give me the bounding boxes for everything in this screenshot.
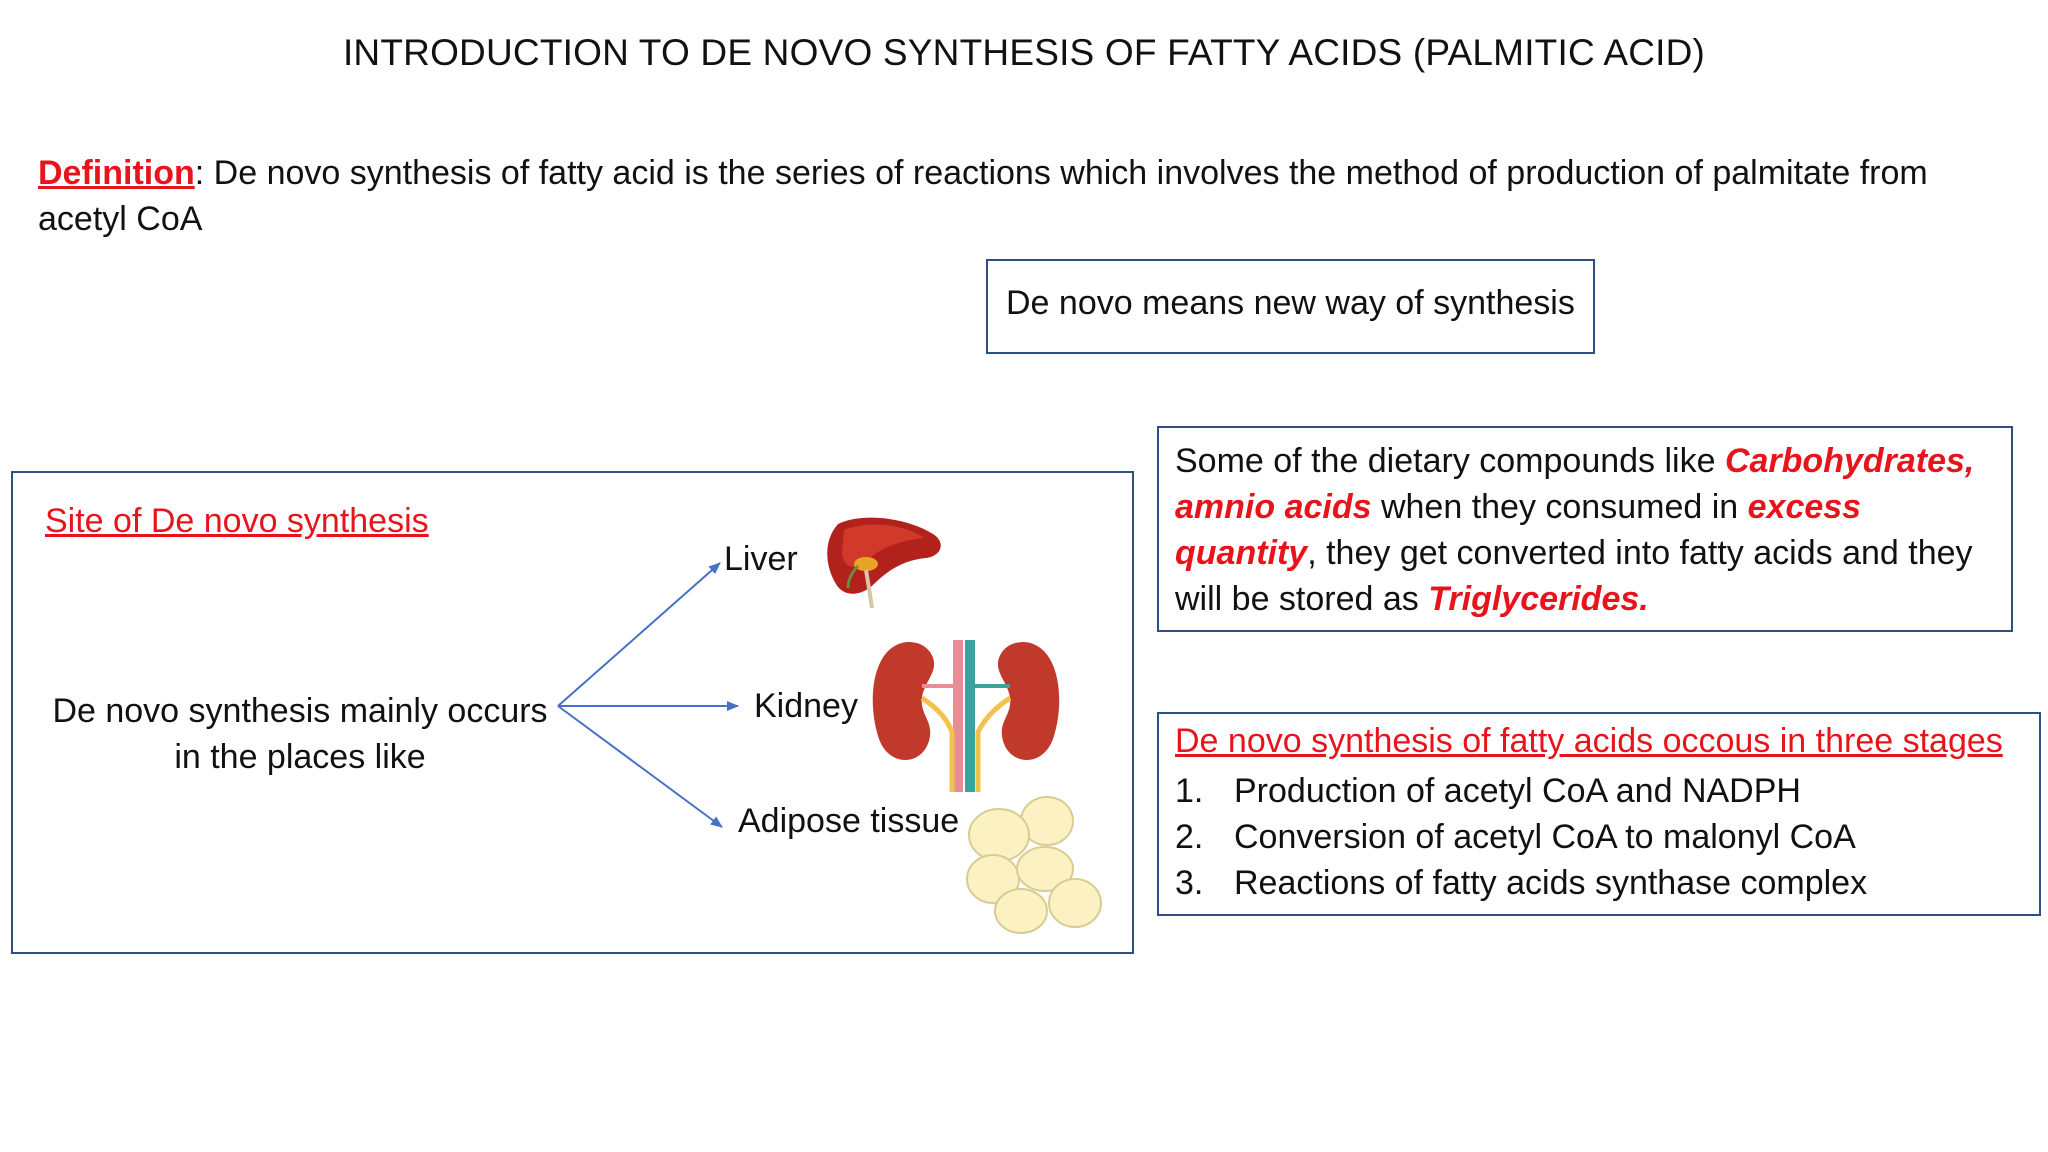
- list-item: 3. Reactions of fatty acids synthase comp…: [1175, 860, 1867, 906]
- dietary-text-part-3: , they get converted into fatty acids an…: [1175, 534, 1973, 618]
- denovo-meaning-text: De novo means new way of synthesis: [1006, 284, 1575, 322]
- stage-text: Reactions of fatty acids synthase comple…: [1234, 864, 1868, 902]
- definition-label: Definition: [38, 154, 195, 192]
- place-liver-label: Liver: [724, 540, 798, 578]
- arrow-to-liver: [557, 562, 721, 707]
- occurs-line-2: in the places like: [174, 738, 426, 776]
- site-box: [11, 471, 1134, 954]
- carbohydrates-term: Carbohydrates,: [1724, 442, 1975, 480]
- stages-list: 1. Production of acetyl CoA and NADPH 2. C…: [1175, 768, 1867, 906]
- stage-number: 2.: [1175, 818, 1204, 856]
- stage-text: Production of acetyl CoA and NADPH: [1234, 772, 1801, 810]
- dietary-box: Some of the dietary compounds like Carbo…: [1157, 426, 2013, 632]
- page-title: INTRODUCTION TO DE NOVO SYNTHESIS OF FAT…: [342, 32, 1706, 73]
- dietary-text-part-2: when they consumed in: [1371, 488, 1748, 526]
- kidney-icon: [872, 640, 1060, 792]
- list-item: 2. Conversion of acetyl CoA to malonyl Co…: [1175, 814, 1867, 860]
- place-adipose-label: Adipose tissue: [738, 802, 960, 840]
- stage-number: 1.: [1175, 772, 1204, 810]
- dietary-text: Some of the dietary compounds like Carbo…: [1175, 438, 2005, 622]
- stages-heading: De novo synthesis of fatty acids occous …: [1175, 722, 2003, 760]
- occurs-text: De novo synthesis mainly occurs in the p…: [40, 688, 560, 780]
- arrow-to-adipose: [557, 705, 723, 828]
- triglycerides-term: Triglycerides.: [1428, 580, 1649, 618]
- list-item: 1. Production of acetyl CoA and NADPH: [1175, 768, 1867, 814]
- excess-quantity-term: excess quantity: [1175, 488, 1862, 572]
- denovo-meaning-box: De novo means new way of synthesis: [986, 259, 1595, 354]
- stages-box: De novo synthesis of fatty acids occous …: [1157, 712, 2041, 916]
- amino-acids-term: amnio acids: [1175, 488, 1372, 526]
- definition-paragraph: Definition: De novo synthesis of fatty a…: [38, 150, 1998, 242]
- place-kidney-label: Kidney: [754, 687, 858, 725]
- occurs-line-1: De novo synthesis mainly occurs: [52, 692, 548, 730]
- definition-text: : De novo synthesis of fatty acid is the…: [38, 154, 1928, 238]
- adipose-tissue-icon: [966, 796, 1102, 934]
- stage-number: 3.: [1175, 864, 1204, 902]
- site-heading: Site of De novo synthesis: [45, 502, 429, 540]
- dietary-text-part-1: Some of the dietary compounds like: [1175, 442, 1725, 480]
- liver-icon: [827, 517, 941, 609]
- stage-text: Conversion of acetyl CoA to malonyl CoA: [1234, 818, 1856, 856]
